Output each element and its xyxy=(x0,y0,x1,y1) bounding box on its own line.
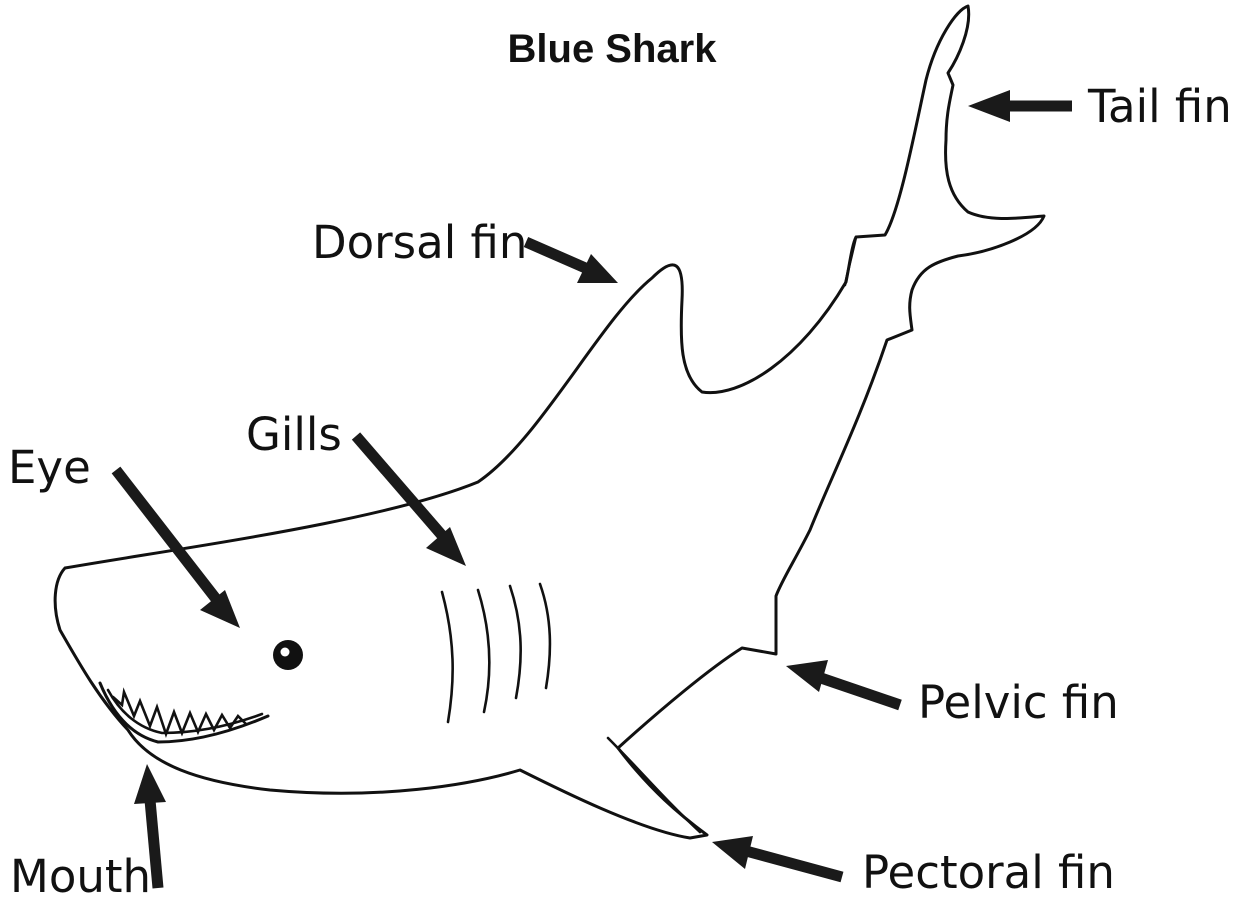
arrow-dorsal-fin xyxy=(526,242,618,283)
label-eye: Eye xyxy=(8,441,91,494)
label-pelvic-fin: Pelvic fin xyxy=(918,676,1119,729)
tail-inner-line xyxy=(845,237,856,285)
arrow-tail-fin xyxy=(968,90,1072,122)
diagram-title: Blue Shark xyxy=(508,27,718,71)
label-gills: Gills xyxy=(246,408,342,461)
label-tail-fin: Tail fin xyxy=(1087,80,1232,133)
label-mouth: Mouth xyxy=(10,850,151,898)
shark-body-outline xyxy=(55,6,1044,838)
arrow-pectoral-fin xyxy=(712,836,842,877)
shark-eye xyxy=(273,640,303,670)
arrow-eye xyxy=(116,470,240,628)
label-pectoral-fin: Pectoral fin xyxy=(862,846,1115,898)
arrow-gills xyxy=(356,436,466,566)
label-dorsal-fin: Dorsal fin xyxy=(312,216,527,269)
arrow-pelvic-fin xyxy=(786,660,900,705)
shark-illustration xyxy=(55,6,1044,838)
gill-slits xyxy=(442,584,550,722)
teeth xyxy=(113,692,246,734)
